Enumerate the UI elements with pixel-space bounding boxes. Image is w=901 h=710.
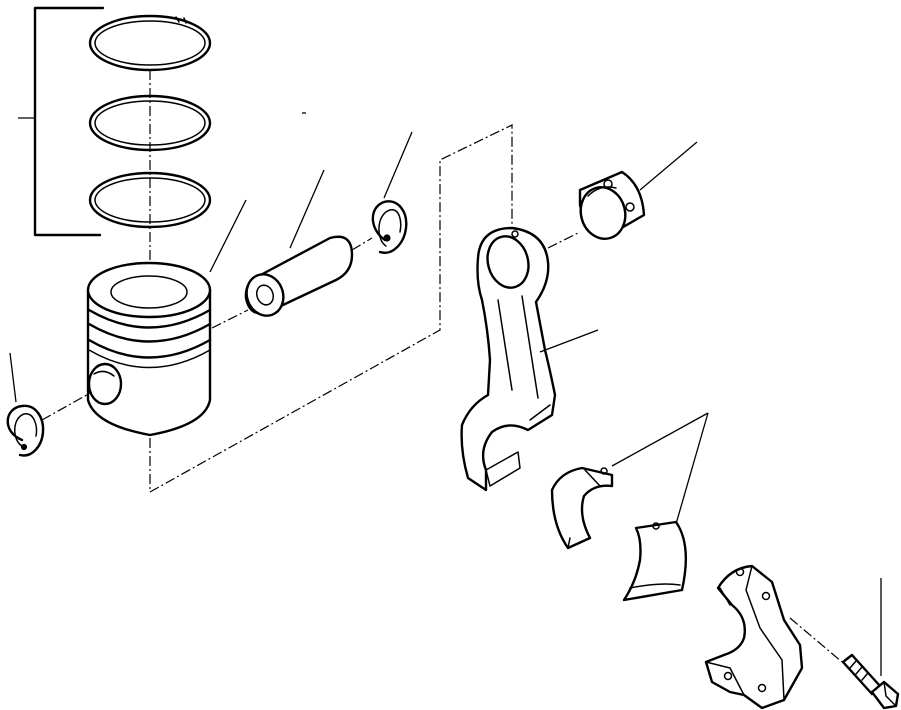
piston-ring-top bbox=[88, 14, 212, 72]
piston-pin-leader bbox=[289, 169, 325, 249]
left-snap-ring-leader bbox=[9, 352, 17, 403]
bushing-axis bbox=[547, 231, 581, 249]
assembly-path-line bbox=[149, 124, 513, 494]
bearing-shell-leaders bbox=[611, 412, 709, 525]
right-snap-ring bbox=[371, 131, 413, 254]
bushing-leader bbox=[639, 141, 698, 191]
piston-leader-line bbox=[209, 199, 247, 273]
bearing-shell-lower bbox=[622, 520, 687, 602]
bearing-shell-upper bbox=[550, 466, 614, 550]
connecting-rod bbox=[460, 226, 599, 492]
connecting-rod-leader bbox=[539, 329, 599, 353]
piston-pin-axis bbox=[211, 309, 249, 329]
rod-bolt bbox=[841, 578, 900, 710]
right-snap-ring-leader bbox=[383, 131, 413, 199]
small-end-bushing bbox=[547, 141, 698, 249]
left-snap-ring bbox=[6, 352, 93, 457]
left-snap-ring-axis bbox=[41, 391, 93, 421]
piston-ring-middle bbox=[88, 94, 212, 152]
rod-cap-bolt-axis bbox=[789, 617, 843, 663]
piston bbox=[86, 199, 247, 437]
rod-cap bbox=[704, 564, 843, 710]
piston-pin bbox=[211, 169, 373, 329]
ring-set-bracket bbox=[18, 6, 105, 237]
